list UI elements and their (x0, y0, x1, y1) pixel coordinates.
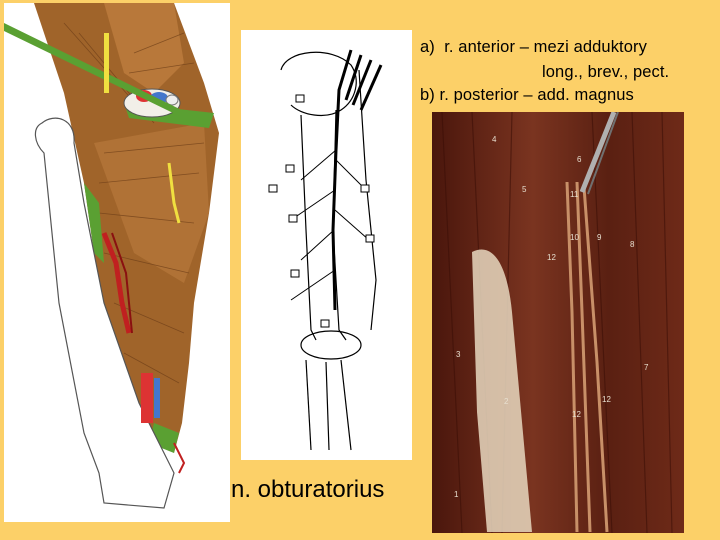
photo-label: 2 (504, 397, 509, 406)
dissection-photo: 4 6 11 5 10 9 8 12 3 2 7 12 12 1 (432, 112, 684, 533)
photo-label: 4 (492, 135, 497, 144)
photo-label: 11 (570, 190, 579, 199)
photo-label: 1 (454, 490, 459, 499)
photo-label: 10 (570, 233, 579, 242)
photo-label: 5 (522, 185, 527, 194)
anatomical-illustration-thigh (4, 3, 230, 522)
photo-label: 6 (577, 155, 582, 164)
caption-anterior-branch: a) r. anterior – mezi adduktory (420, 38, 647, 56)
caption-anterior-branch-continued: long., brev., pect. (542, 63, 670, 81)
femur-bone (34, 117, 175, 509)
photo-label: 8 (630, 240, 635, 249)
photo-label: 9 (597, 233, 602, 242)
photo-label: 12 (547, 253, 556, 262)
caption-posterior-branch: b) r. posterior – add. magnus (420, 86, 634, 104)
photo-label: 12 (572, 410, 581, 419)
slide-title: n. obturatorius (231, 476, 385, 503)
photo-label: 3 (456, 350, 461, 359)
schematic-nerve-diagram (241, 30, 412, 460)
photo-label: 7 (644, 363, 649, 372)
photo-label: 12 (602, 395, 611, 404)
